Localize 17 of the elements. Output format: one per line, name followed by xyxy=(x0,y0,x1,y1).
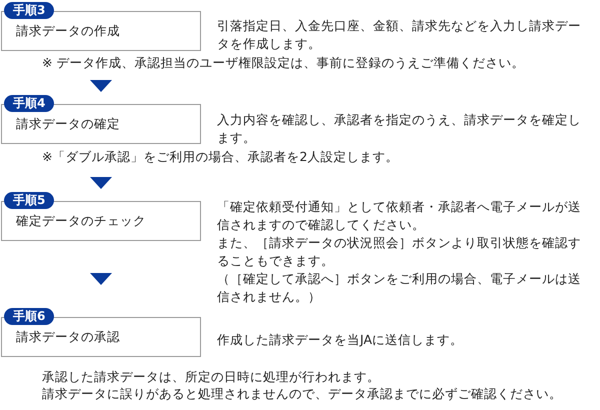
note-text: ※「ダブル承認」をご利用の場合、承認者を2人設定します。 xyxy=(42,149,398,165)
step-description: 入力内容を確認し、承認者を指定のうえ、請求データを確定します。 xyxy=(217,111,582,147)
step-description: 「確定依頼受付通知」として依頼者・承認者へ電子メールが送信されますので確認してください。 xyxy=(217,198,582,234)
process-step xyxy=(1,2,203,52)
arrow xyxy=(90,80,112,92)
arrow xyxy=(90,177,112,189)
step-description: 引落指定日、入金先口座、金額、請求先などを入力し請求データを作成します。 xyxy=(217,17,582,53)
note-text: ※ データ作成、承認担当のユーザ権限設定は、事前に登録のうえご準備ください。 xyxy=(42,55,524,71)
process-step xyxy=(1,308,203,358)
note-text: 請求データに誤りがあると処理されませんので、データ承認までに必ずご確認ください。 xyxy=(42,386,562,402)
step-description: （［確定して承認へ］ボタンをご利用の場合、電子メールは送信されません。） xyxy=(217,270,582,306)
process-step xyxy=(1,95,203,145)
process-step xyxy=(1,192,203,242)
step-description: また、［請求データの状況照会］ボタンより取引状態を確認することもできます。 xyxy=(217,234,582,270)
step-description: 作成した請求データを当JAに送信します。 xyxy=(217,331,464,349)
note-text: 承認した請求データは、所定の日時に処理が行われます。 xyxy=(42,369,380,385)
arrow xyxy=(90,273,112,285)
